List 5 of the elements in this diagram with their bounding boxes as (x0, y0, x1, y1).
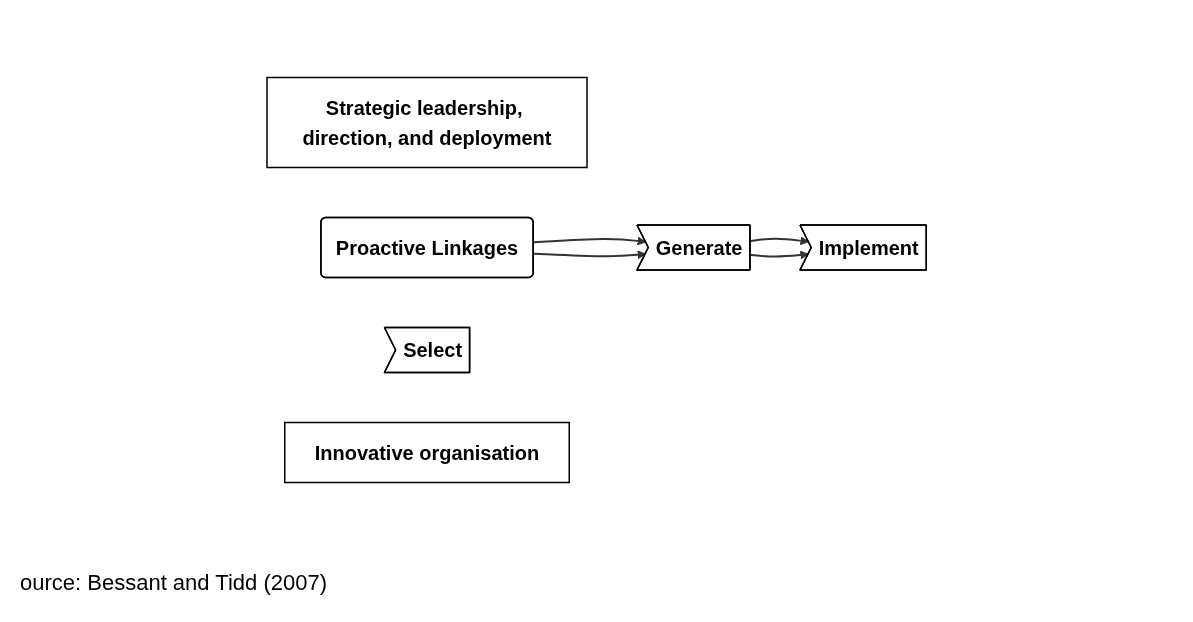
node-box: Strategic leadership, direction, and deployment (266, 76, 588, 169)
node-box: Innovative organisation (283, 421, 570, 484)
arrow (749, 236, 809, 246)
source-caption: ource: Bessant and Tidd (2007) (20, 570, 327, 596)
arrow (749, 250, 809, 260)
